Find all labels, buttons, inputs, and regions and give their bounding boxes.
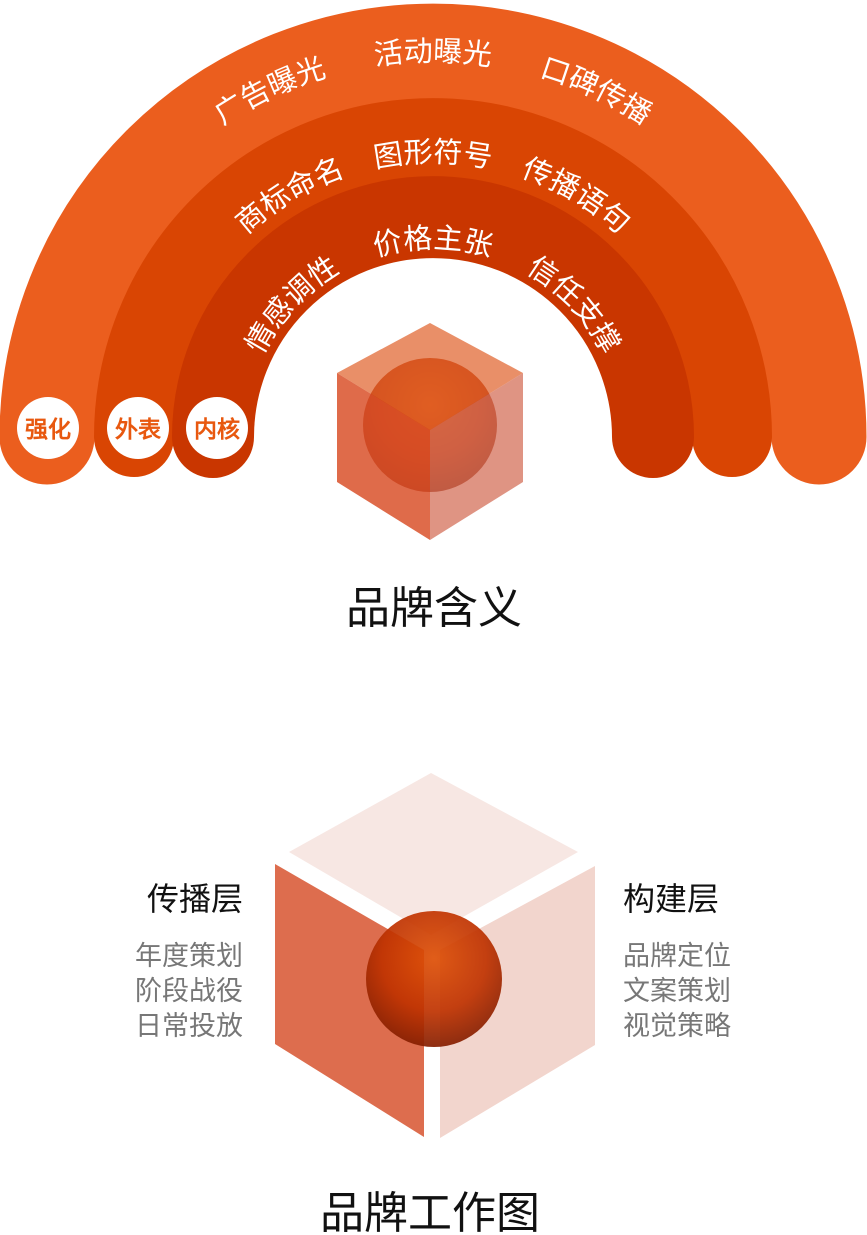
ring-middle: [94, 98, 772, 477]
left-layer-heading: 传播层: [147, 880, 243, 918]
cube-sphere-icon-bottom: [275, 773, 595, 1138]
badge-middle: 外表: [107, 397, 169, 459]
ring-outer: [0, 3, 867, 485]
svg-text:内核: 内核: [194, 416, 240, 443]
badge-inner: 内核: [186, 397, 248, 459]
bottom-diagram-title: 品牌工作图: [320, 1188, 540, 1235]
badge-outer: 强化: [17, 397, 79, 459]
cube-sphere-icon-top: [337, 323, 523, 540]
svg-text:外表: 外表: [115, 416, 162, 443]
left-layer-item: 日常投放: [135, 1011, 243, 1042]
right-layer-item: 文案策划: [623, 976, 731, 1007]
right-layer-item: 品牌定位: [623, 941, 731, 972]
svg-text:强化: 强化: [25, 416, 71, 443]
top-diagram-title: 品牌含义: [346, 583, 522, 634]
left-layer-item: 年度策划: [135, 941, 243, 972]
right-layer-heading: 构建层: [623, 880, 719, 918]
right-layer-item: 视觉策略: [623, 1011, 731, 1042]
ring-inner: [172, 176, 694, 478]
left-layer-item: 阶段战役: [135, 976, 243, 1007]
